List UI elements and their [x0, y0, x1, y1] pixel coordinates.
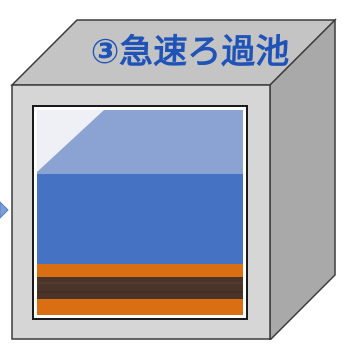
sand-layer-bottom	[37, 299, 243, 315]
anthracite-layer	[37, 277, 243, 299]
glass-glare	[37, 110, 104, 172]
basin-title: ③急速ろ過池	[89, 32, 291, 72]
sand-layer-top	[37, 264, 243, 277]
water-lower-layer	[37, 174, 243, 264]
inflow-arrow-icon	[0, 201, 9, 219]
